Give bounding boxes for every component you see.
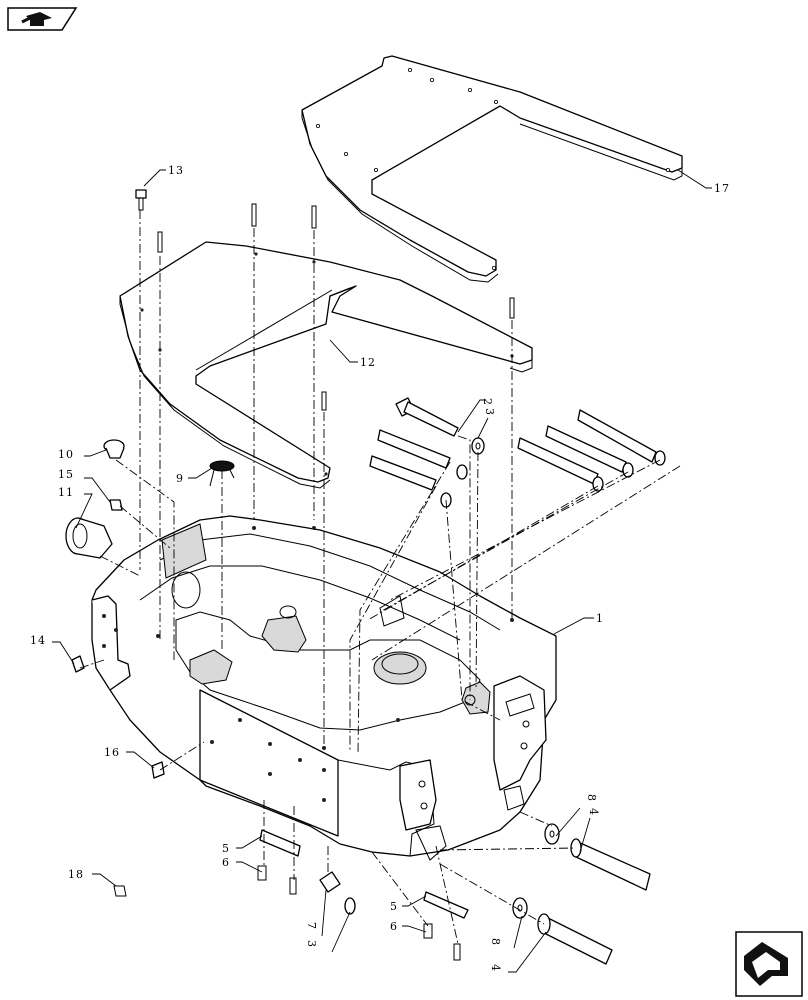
callout-18: 18 bbox=[68, 868, 84, 881]
leader-lines bbox=[52, 169, 712, 973]
callout-5: 5 bbox=[222, 842, 230, 855]
plug-15 bbox=[109, 499, 123, 511]
callout-11: 11 bbox=[58, 486, 74, 499]
screws-plate bbox=[157, 203, 515, 411]
callout-9: 9 bbox=[176, 472, 184, 485]
callouts: 1 2 3 17 12 13 10 15 11 9 14 16 18 5 6 7… bbox=[30, 164, 730, 972]
callout-4: 4 bbox=[587, 808, 600, 816]
callout-5-right: 5 bbox=[390, 900, 398, 913]
callout-8: 8 bbox=[585, 794, 598, 802]
callout-3-bottom: 3 bbox=[305, 940, 318, 948]
assembly-lines bbox=[79, 210, 681, 945]
studs-right bbox=[369, 409, 666, 508]
forward-arrow-icon[interactable] bbox=[735, 931, 803, 997]
callout-3: 3 bbox=[483, 408, 496, 416]
bottom-hardware bbox=[71, 655, 469, 961]
callout-15: 15 bbox=[58, 468, 74, 481]
callout-16: 16 bbox=[104, 746, 120, 759]
back-arrow-icon[interactable] bbox=[7, 7, 78, 31]
bolt-13 bbox=[135, 189, 147, 211]
callout-12: 12 bbox=[360, 356, 376, 369]
callout-2: 2 bbox=[481, 398, 494, 406]
callout-8-lower: 8 bbox=[489, 938, 502, 946]
plate-12 bbox=[119, 241, 533, 489]
callout-14: 14 bbox=[30, 634, 46, 647]
cap-9 bbox=[209, 460, 235, 487]
cap-11 bbox=[65, 517, 113, 559]
bolt-4-lower bbox=[537, 913, 613, 965]
plug-10 bbox=[103, 439, 125, 459]
callout-4-lower: 4 bbox=[489, 964, 502, 972]
callout-13: 13 bbox=[168, 164, 184, 177]
callout-1: 1 bbox=[596, 612, 604, 625]
bolt-2 bbox=[395, 397, 459, 437]
washer-3 bbox=[471, 437, 485, 455]
bolt-4-upper bbox=[570, 838, 651, 891]
callout-7: 7 bbox=[305, 922, 318, 930]
callout-17: 17 bbox=[714, 182, 730, 195]
callout-10: 10 bbox=[58, 448, 74, 461]
plate-17 bbox=[301, 55, 683, 283]
callout-6: 6 bbox=[222, 856, 230, 869]
washer-8 bbox=[512, 823, 560, 919]
callout-6-right: 6 bbox=[390, 920, 398, 933]
